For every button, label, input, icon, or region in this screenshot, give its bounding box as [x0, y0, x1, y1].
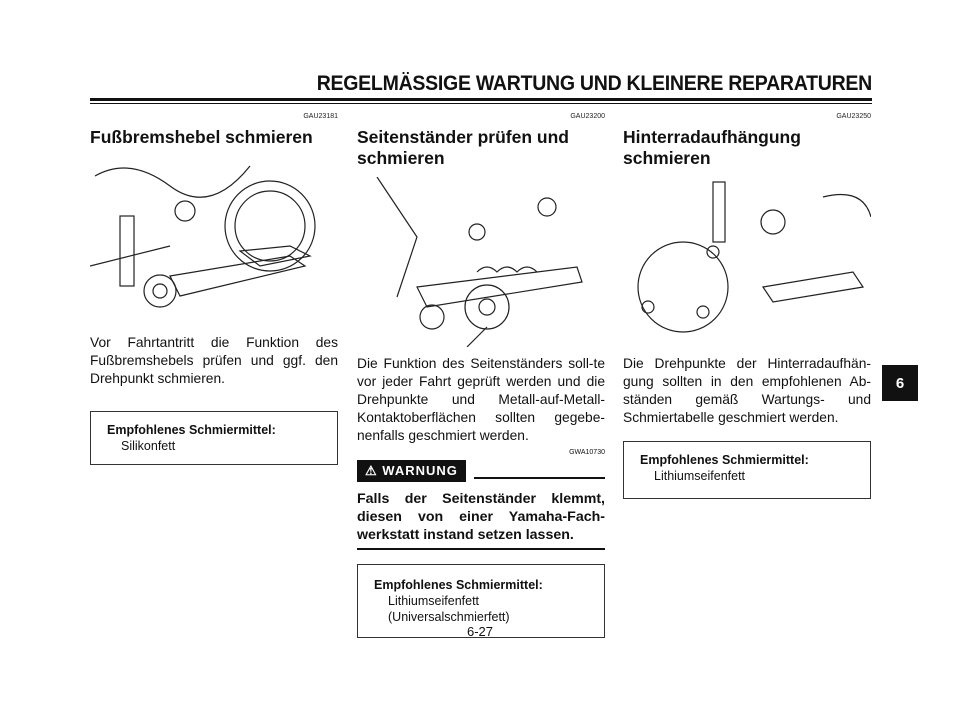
header-rule-thin: [90, 103, 872, 104]
foot-brake-illustration: [90, 156, 338, 326]
lubricant-title: Empfohlenes Schmiermittel:: [107, 423, 276, 437]
section-body: Vor Fahrtantritt die Funktion des Fußbre…: [90, 335, 338, 386]
section-code: GAU23181: [303, 113, 338, 120]
warning-rule: [473, 477, 605, 479]
lubricant-value: Silikonfett: [121, 439, 176, 453]
lubricant-box: Empfohlenes Schmiermittel: Silikonfett: [90, 411, 338, 465]
section-sidestand: GAU23200 Seitenständer prüfen und schmie…: [357, 113, 605, 638]
warning-code: GWA10730: [569, 449, 605, 456]
lubricant-title: Empfohlenes Schmiermittel:: [374, 578, 543, 592]
section-rear-suspension: GAU23250 Hinterradaufhängung schmieren D…: [623, 113, 871, 499]
lubricant-box: Empfohlenes Schmiermittel: Lithiumseifen…: [357, 564, 605, 638]
section-title: Fußbremshebel schmieren: [90, 127, 313, 147]
warning-icon: ⚠: [365, 463, 383, 478]
warning-header: ⚠ WARNUNG: [357, 460, 605, 482]
section-title: Hinterradaufhängung schmieren: [623, 127, 801, 168]
section-code: GAU23200: [570, 113, 605, 120]
section-title: Seitenständer prüfen und schmieren: [357, 127, 569, 168]
section-body: Die Drehpunkte der Hinterradaufhän-gung …: [623, 356, 871, 425]
section-code: GAU23250: [836, 113, 871, 120]
lubricant-value: Lithiumseifenfett: [654, 469, 746, 483]
header-rule: [90, 98, 872, 101]
chapter-tab: 6: [882, 365, 918, 401]
lubricant-box: Empfohlenes Schmiermittel: Lithiumseifen…: [623, 441, 871, 499]
lubricant-title: Empfohlenes Schmiermittel:: [640, 453, 809, 467]
page-header-title: REGELMÄSSIGE WARTUNG UND KLEINERE REPARA…: [316, 72, 873, 95]
page-number: 6-27: [466, 624, 494, 639]
sidestand-illustration: [357, 177, 605, 347]
rear-suspension-illustration: [623, 177, 871, 347]
warning-badge: ⚠ WARNUNG: [357, 460, 466, 482]
section-body: Die Funktion des Seitenständers soll-te …: [357, 356, 605, 443]
section-foot-brake: GAU23181 Fußbremshebel schmieren Vor Fah…: [90, 113, 338, 465]
warning-text: Falls der Seitenständer klemmt, diesen v…: [357, 490, 605, 550]
warning-label: WARNUNG: [382, 463, 458, 478]
lubricant-value: (Universalschmierfett): [388, 610, 510, 624]
lubricant-value: Lithiumseifenfett: [388, 594, 480, 608]
